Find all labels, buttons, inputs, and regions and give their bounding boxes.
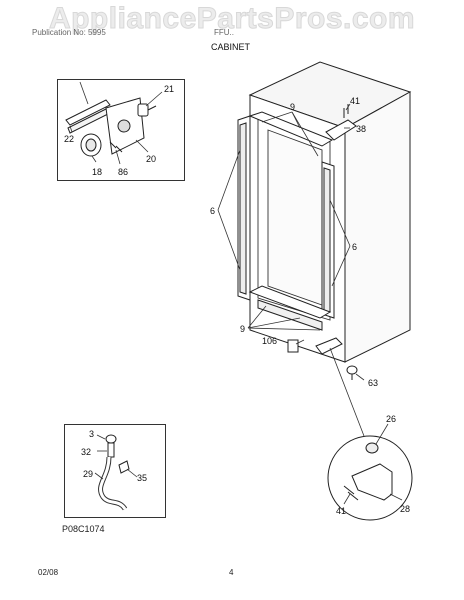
inset-bottom-leaders xyxy=(94,434,138,480)
thermostat-part xyxy=(137,103,157,117)
label-41-top: 41 xyxy=(350,96,360,106)
door-seal-bottom xyxy=(248,285,332,331)
label-41-detail: 41 xyxy=(336,506,346,516)
inset-bottom-box: 3 32 29 35 xyxy=(64,424,166,518)
hinge-detail-circle xyxy=(327,423,413,521)
inset-top-box: 24 21 22 20 18 86 xyxy=(57,70,185,181)
screw-part xyxy=(109,141,123,153)
revision-date: 02/08 xyxy=(38,568,59,577)
label-63: 63 xyxy=(368,378,378,388)
door-seal-top xyxy=(248,111,334,147)
label-9-top: 9 xyxy=(290,102,295,112)
lower-hinge-detail-part xyxy=(351,463,393,501)
label-32: 32 xyxy=(81,447,91,457)
label-9-bottom: 9 xyxy=(240,324,245,334)
label-20: 20 xyxy=(146,154,156,164)
top-hinge-part xyxy=(325,104,357,141)
label-22: 22 xyxy=(64,134,74,144)
publication-number: Publication No: 5995 xyxy=(32,28,106,37)
inset-top-leaders xyxy=(69,81,163,165)
label-29: 29 xyxy=(83,469,93,479)
label-28: 28 xyxy=(400,504,410,514)
diagram-code: P08C1074 xyxy=(62,524,105,534)
label-38: 38 xyxy=(356,124,366,134)
leveling-leg-part xyxy=(346,365,358,380)
label-3: 3 xyxy=(89,429,94,439)
label-86: 86 xyxy=(118,167,128,177)
section-title: CABINET xyxy=(211,42,251,52)
bracket-plate-part xyxy=(105,97,145,155)
inset-bottom-drawing: 3 32 29 35 xyxy=(81,429,147,511)
label-106: 106 xyxy=(262,336,277,346)
watermark: AppliancePartsPros.com xyxy=(48,2,416,36)
cabinet-liner xyxy=(257,117,331,321)
clip-part xyxy=(118,460,130,474)
door-seal-right xyxy=(321,161,335,319)
bottom-hinge-part xyxy=(315,337,343,355)
door-seal-left xyxy=(237,115,251,301)
label-6-right: 6 xyxy=(352,242,357,252)
label-21: 21 xyxy=(164,84,174,94)
label-6-left: 6 xyxy=(210,206,215,216)
main-leaders xyxy=(217,103,365,437)
drain-tube-part xyxy=(98,434,128,511)
model-number: FFU.. xyxy=(214,28,234,37)
label-35: 35 xyxy=(137,473,147,483)
hinge-cap-part xyxy=(365,442,379,454)
inset-top-drawing: 24 21 22 20 18 86 xyxy=(64,70,174,177)
label-26: 26 xyxy=(386,414,396,424)
page-number: 4 xyxy=(229,568,234,577)
bracket-106-part xyxy=(287,339,299,353)
label-18: 18 xyxy=(92,167,102,177)
fan-motor-part xyxy=(80,133,102,157)
